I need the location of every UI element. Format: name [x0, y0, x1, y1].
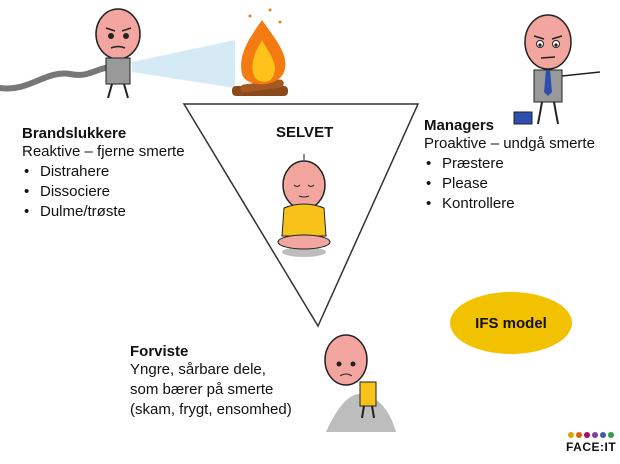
- firefighters-subtitle: Reaktive – fjerne smerte: [22, 143, 185, 160]
- manager-figure: [513, 14, 601, 125]
- managers-item: Kontrollere: [424, 194, 614, 214]
- faceit-logo: FACE:IT: [566, 432, 618, 454]
- ifs-model-badge: IFS model: [450, 292, 572, 354]
- logo-dot: [608, 432, 614, 438]
- logo-dot: [600, 432, 606, 438]
- logo-dots: [568, 432, 618, 438]
- firefighters-block: Brandslukkere Reaktive – fjerne smerte D…: [22, 125, 212, 222]
- firefighters-title: Brandslukkere: [22, 125, 127, 142]
- firefighter-figure: [95, 8, 141, 99]
- firefighters-item: Dulme/trøste: [22, 202, 212, 222]
- self-figure: [277, 154, 331, 257]
- campfire: [232, 8, 288, 96]
- exiles-line: Yngre, sårbare dele,: [130, 361, 266, 378]
- logo-dot: [584, 432, 590, 438]
- logo-dot: [568, 432, 574, 438]
- exiles-line: (skam, frygt, ensomhed): [130, 401, 292, 418]
- managers-subtitle: Proaktive – undgå smerte: [424, 135, 595, 152]
- logo-dot: [576, 432, 582, 438]
- exiles-line: som bærer på smerte: [130, 381, 274, 398]
- exiles-block: Forviste Yngre, sårbare dele, som bærer …: [130, 343, 320, 420]
- managers-title: Managers: [424, 117, 495, 134]
- fire-hose: [0, 63, 118, 92]
- logo-dot: [592, 432, 598, 438]
- exile-figure: [324, 334, 396, 432]
- managers-item: Please: [424, 174, 614, 194]
- logo-text: FACE:IT: [566, 440, 617, 454]
- firefighters-item: Distrahere: [22, 162, 212, 182]
- ifs-model-label: IFS model: [475, 314, 547, 332]
- water-spray: [132, 40, 235, 88]
- firefighters-item: Dissociere: [22, 182, 212, 202]
- managers-item: Præstere: [424, 154, 614, 174]
- exiles-title: Forviste: [130, 343, 189, 360]
- managers-block: Managers Proaktive – undgå smerte Præste…: [424, 117, 614, 214]
- self-label: SELVET: [276, 124, 334, 141]
- ifs-triangle: [182, 103, 420, 328]
